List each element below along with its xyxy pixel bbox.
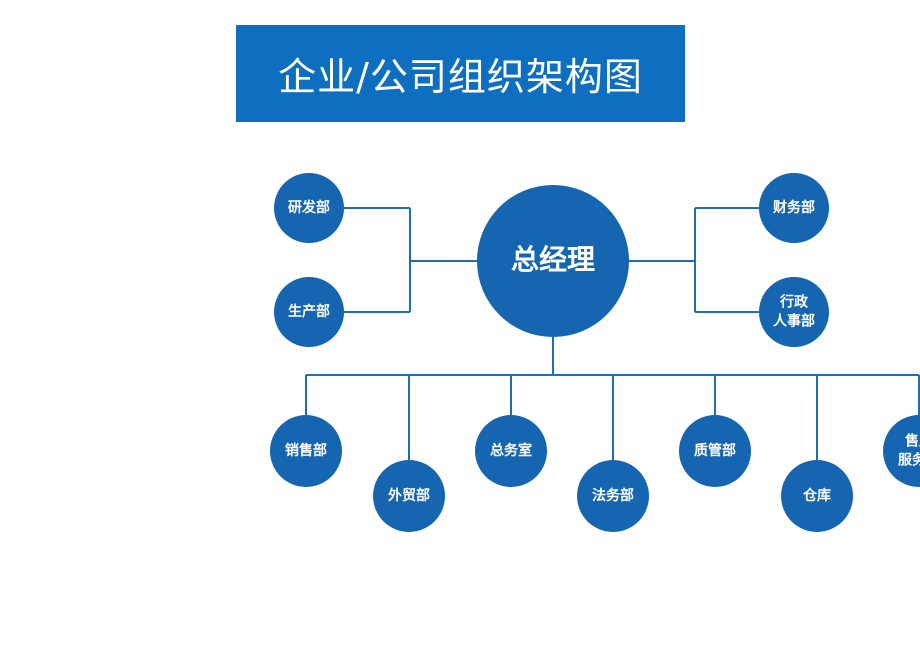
title-banner: 企业/公司组织架构图	[236, 25, 685, 122]
node-bottom-dept: 销售部	[270, 415, 342, 487]
node-right-dept-label: 行政	[779, 294, 809, 311]
node-left-dept: 研发部	[274, 173, 344, 243]
node-left-dept: 生产部	[274, 277, 344, 347]
node-bottom-dept-circle	[781, 460, 853, 532]
node-bottom-dept: 外贸部	[373, 460, 445, 532]
node-bottom-dept-circle	[679, 415, 751, 487]
node-left-dept-label: 研发部	[288, 199, 330, 216]
node-right-dept-label: 人事部	[773, 312, 815, 329]
node-bottom-dept: 售后服务部	[883, 415, 920, 487]
node-bottom-dept: 仓库	[781, 460, 853, 532]
node-bottom-dept: 总务室	[475, 415, 547, 487]
node-bottom-dept: 法务部	[577, 460, 649, 532]
node-general-manager: 总经理	[477, 185, 629, 337]
node-left-dept-label: 生产部	[288, 303, 330, 320]
node-bottom-dept-label: 销售部	[285, 442, 327, 459]
node-bottom-dept-circle	[475, 415, 547, 487]
node-bottom-dept-circle	[270, 415, 342, 487]
node-left-dept-circle	[274, 173, 344, 243]
node-bottom-dept-label: 外贸部	[388, 487, 430, 504]
node-general-manager-circle	[477, 185, 629, 337]
node-general-manager-label: 总经理	[511, 243, 595, 276]
node-bottom-dept-label: 仓库	[802, 487, 831, 504]
node-right-dept: 财务部	[759, 173, 829, 243]
node-bottom-dept-label: 质管部	[694, 442, 736, 459]
node-right-dept-label: 财务部	[772, 199, 815, 216]
node-left-dept-circle	[274, 277, 344, 347]
connector-lines	[305, 207, 920, 460]
node-bottom-dept-label: 服务部	[898, 451, 920, 468]
node-right-dept-circle	[759, 277, 829, 347]
node-bottom-dept-circle	[883, 415, 920, 487]
node-bottom-dept-circle	[577, 460, 649, 532]
node-right-dept-circle	[759, 173, 829, 243]
node-bottom-dept-circle	[373, 460, 445, 532]
node-bottom-dept-label: 法务部	[592, 487, 634, 504]
node-bottom-dept: 质管部	[679, 415, 751, 487]
node-bottom-dept-label: 售后	[904, 433, 920, 450]
node-bottom-dept-label: 总务室	[490, 442, 532, 459]
page-title: 企业/公司组织架构图	[278, 55, 643, 99]
